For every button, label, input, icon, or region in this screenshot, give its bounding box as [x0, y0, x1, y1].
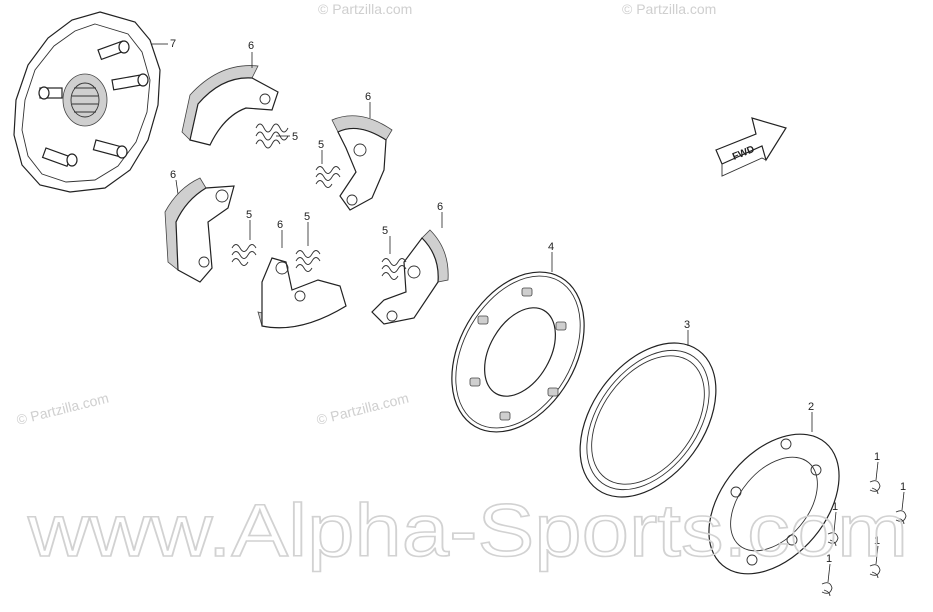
clip-part-1[interactable]: 1 [869, 451, 881, 495]
fwd-arrow-icon: FWD [715, 117, 787, 177]
callout-5: 5 [318, 139, 324, 151]
callout-7: 7 [170, 38, 176, 50]
spring-part-5[interactable]: 5 [381, 225, 407, 280]
clutch-shoe-part-6[interactable]: 6 [371, 201, 449, 325]
callout-1: 1 [900, 481, 906, 493]
clip-part-1[interactable]: 1 [869, 535, 881, 579]
clip-part-1[interactable]: 1 [827, 501, 839, 547]
callout-1: 1 [826, 553, 832, 565]
spring-part-5[interactable]: 5 [315, 139, 341, 188]
clip-part-1[interactable]: 1 [821, 553, 833, 597]
watermark-partzilla: © Partzilla.com [622, 1, 716, 17]
stud [111, 73, 149, 91]
clip-part-1[interactable]: 1 [895, 481, 907, 525]
spring-part-5[interactable]: 5 [255, 123, 298, 149]
callout-4: 4 [548, 241, 554, 253]
spring-part-5[interactable]: 5 [295, 211, 321, 272]
callout-6: 6 [277, 219, 283, 231]
stud [41, 147, 78, 168]
clutch-shoe-part-6[interactable]: 6 [331, 91, 393, 211]
drive-plate-part-7[interactable]: 7 [13, 11, 176, 193]
spring-part-5[interactable]: 5 [231, 209, 257, 266]
callout-6: 6 [248, 40, 254, 52]
watermark-partzilla: © Partzilla.com [15, 390, 110, 428]
stud [97, 40, 130, 61]
clutch-shoe-part-6[interactable]: 6 [257, 219, 347, 329]
watermark-copyright-top: © Partzilla.com [318, 1, 412, 17]
callout-6: 6 [170, 169, 176, 181]
clutch-shoe-part-6[interactable]: 6 [164, 169, 235, 283]
clutch-plate-part-4[interactable]: 4 [425, 241, 611, 455]
callout-2: 2 [808, 401, 814, 413]
callout-5: 5 [382, 225, 388, 237]
callout-3: 3 [684, 319, 690, 331]
callout-5: 5 [292, 131, 298, 143]
callout-5: 5 [246, 209, 252, 221]
cover-plate-part-2[interactable]: 2 [683, 401, 866, 599]
callout-1: 1 [874, 535, 880, 547]
callout-1: 1 [832, 501, 838, 513]
watermark-partzilla: © Partzilla.com [315, 390, 410, 428]
callout-6: 6 [437, 201, 443, 213]
callout-1: 1 [874, 451, 880, 463]
stud [92, 139, 128, 159]
callout-6: 6 [365, 91, 371, 103]
callout-5: 5 [304, 211, 310, 223]
ring-part-3[interactable]: 3 [552, 318, 744, 523]
clutch-shoe-part-6[interactable]: 6 [181, 40, 279, 146]
stud [38, 86, 63, 100]
watermark-site: www.Alpha-Sports.com [27, 489, 908, 572]
